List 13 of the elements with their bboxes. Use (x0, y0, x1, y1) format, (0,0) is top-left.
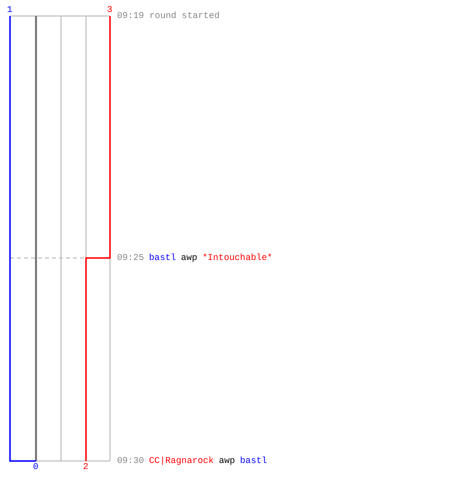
weapon-name: awp (181, 253, 198, 263)
event-text: 09:19 round started (117, 11, 220, 21)
count-label: 1 (7, 5, 12, 15)
count-label: 3 (107, 5, 112, 15)
player-name: bastl (149, 253, 176, 263)
player-name: bastl (240, 456, 268, 466)
count-label: 2 (83, 462, 88, 472)
player-name: CC|Ragnarock (149, 456, 214, 466)
time-label: 09:30 (117, 456, 144, 466)
count-label: 0 (33, 462, 38, 472)
time-label: 09:25 (117, 253, 144, 263)
weapon-name: awp (218, 456, 236, 466)
player-name: *Intouchable* (202, 253, 272, 263)
